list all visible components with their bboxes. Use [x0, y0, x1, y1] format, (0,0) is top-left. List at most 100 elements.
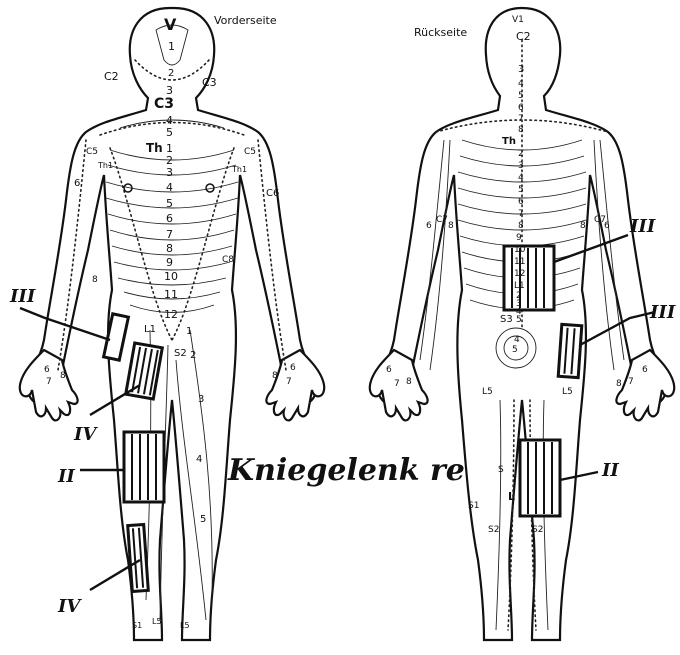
front-lumbar-label: 2	[190, 350, 196, 361]
back-leg-label: S2	[488, 525, 499, 535]
back-leg-label: S1	[468, 501, 479, 511]
back-spine-label: 7	[518, 114, 524, 124]
front-arm-right-label: C5	[244, 147, 256, 157]
back-spine-label: 4	[518, 79, 524, 89]
back-arm-left-label: 6	[426, 221, 432, 231]
front-arm-left-label: 6	[74, 178, 80, 189]
back-spine-label: V1	[512, 15, 524, 25]
back-zone-III-lumbar	[504, 246, 554, 310]
front-thoracic-label: 10	[164, 270, 178, 283]
back-zone-label: III	[649, 302, 676, 323]
front-zone-II	[124, 432, 164, 502]
front-right-hand	[266, 350, 324, 420]
front-thoracic-label: 12	[164, 308, 178, 321]
back-spine-label: 4	[514, 335, 520, 345]
back-spine-label: 3	[518, 64, 524, 75]
front-zone-label: III	[9, 286, 36, 307]
front-cervical-label: C2	[104, 70, 119, 83]
front-arm-right-label: C8	[222, 255, 234, 265]
back-arm-right-label: 6	[642, 365, 648, 375]
front-zone-IV-lower	[128, 525, 149, 592]
back-arm-left-label: C7	[436, 215, 448, 225]
back-spine-label: 5	[518, 185, 524, 195]
front-lumbar-label: 1	[186, 326, 192, 337]
back-arm-left-label: 6	[386, 365, 392, 375]
front-arm-right-label: 8	[272, 371, 278, 381]
front-cervical-label: C3	[154, 96, 174, 112]
front-lumbar-label: 4	[196, 454, 202, 465]
front-cervical-label: C3	[202, 76, 217, 89]
back-spine-label: L1	[514, 281, 525, 291]
front-arm-left-label: 6	[44, 365, 50, 375]
back-leg-label: L	[508, 490, 515, 503]
front-arm-left-label: 8	[60, 371, 66, 381]
front-thoracic-label: 3	[166, 166, 173, 179]
back-arm-left-label: 7	[394, 379, 400, 389]
back-spine-label: Th	[502, 136, 516, 147]
back-leg-label: S	[498, 465, 504, 475]
front-arm-right-label: C6	[266, 188, 279, 199]
back-spine-label: 2	[518, 149, 524, 159]
back-right-hand	[616, 350, 674, 420]
front-thoracic-label: Th	[146, 141, 163, 155]
front-foot-label: L5	[152, 617, 162, 626]
front-lumbar-label: 3	[198, 394, 204, 405]
back-spine-label: 9	[516, 233, 522, 243]
front-foot-label: L5	[180, 621, 190, 630]
caption: Kniegelenk re	[227, 453, 465, 488]
front-thoracic-label: 5	[166, 197, 173, 210]
back-spine-label: 6	[518, 103, 524, 113]
front-lumbar-label: S2	[174, 348, 187, 359]
back-arm-right-label: 8	[580, 221, 586, 231]
front-foot-label: S1	[132, 621, 142, 630]
front-thoracic-label: 6	[166, 212, 173, 225]
back-spine-label: 7	[518, 209, 524, 219]
back-spine-label: 5	[518, 91, 524, 101]
front-zone-label: IV	[57, 596, 82, 617]
front-thoracic-label: 9	[166, 256, 173, 269]
front-arm-right-label: 6	[290, 363, 296, 373]
front-thoracic-label: 7	[166, 228, 173, 241]
front-cervical-label: 5	[166, 126, 173, 139]
back-spine-label: S3	[500, 314, 513, 325]
front-arm-left-label: 7	[46, 377, 52, 387]
back-arm-left-label: 8	[406, 377, 412, 387]
front-heading: Vorderseite	[214, 14, 277, 27]
front-zone-label: II	[57, 466, 75, 487]
back-spine-label: 3	[518, 161, 524, 171]
front-zone-label: IV	[73, 424, 98, 445]
back-zone-label: II	[601, 460, 619, 481]
back-spine-label: 8	[518, 221, 524, 231]
front-arm-right-label: Th1	[231, 165, 247, 174]
back-arm-right-label: 7	[628, 377, 634, 387]
front-head-label: 1	[168, 40, 175, 53]
front-thoracic-label: 8	[166, 242, 173, 255]
front-lumbar-label: L1	[144, 324, 156, 335]
front-head-label: 2	[168, 68, 174, 79]
back-zone-III-hip	[558, 324, 582, 377]
back-spine-label: 5	[516, 315, 522, 325]
back-spine-label: 4	[518, 173, 524, 183]
front-arm-left-label: C5	[86, 147, 98, 157]
front-arm-left-label: 8	[92, 275, 98, 285]
front-thoracic-label: 4	[166, 181, 173, 194]
front-lumbar-label: 5	[200, 514, 206, 525]
back-spine-label: 10	[514, 245, 526, 255]
back-spine-label: 6	[518, 197, 524, 207]
back-leg-label: L5	[562, 387, 573, 397]
back-zone-label: III	[629, 216, 656, 237]
front-arm-right-label: 7	[286, 377, 292, 387]
back-spine-label: 12	[514, 269, 525, 279]
back-leg-label: S2	[532, 525, 543, 535]
back-spine-label: 8	[518, 125, 524, 135]
back-arm-right-label: 8	[616, 379, 622, 389]
front-thoracic-label: 11	[164, 288, 178, 301]
back-arm-left-label: 8	[448, 221, 454, 231]
back-heading: Rückseite	[414, 26, 467, 39]
back-leg-label: L5	[482, 387, 493, 397]
back-zone-II	[520, 440, 560, 516]
front-arm-left-label: Th1	[97, 161, 113, 170]
back-spine-label: 11	[514, 257, 525, 267]
front-head-label: V	[164, 15, 177, 34]
